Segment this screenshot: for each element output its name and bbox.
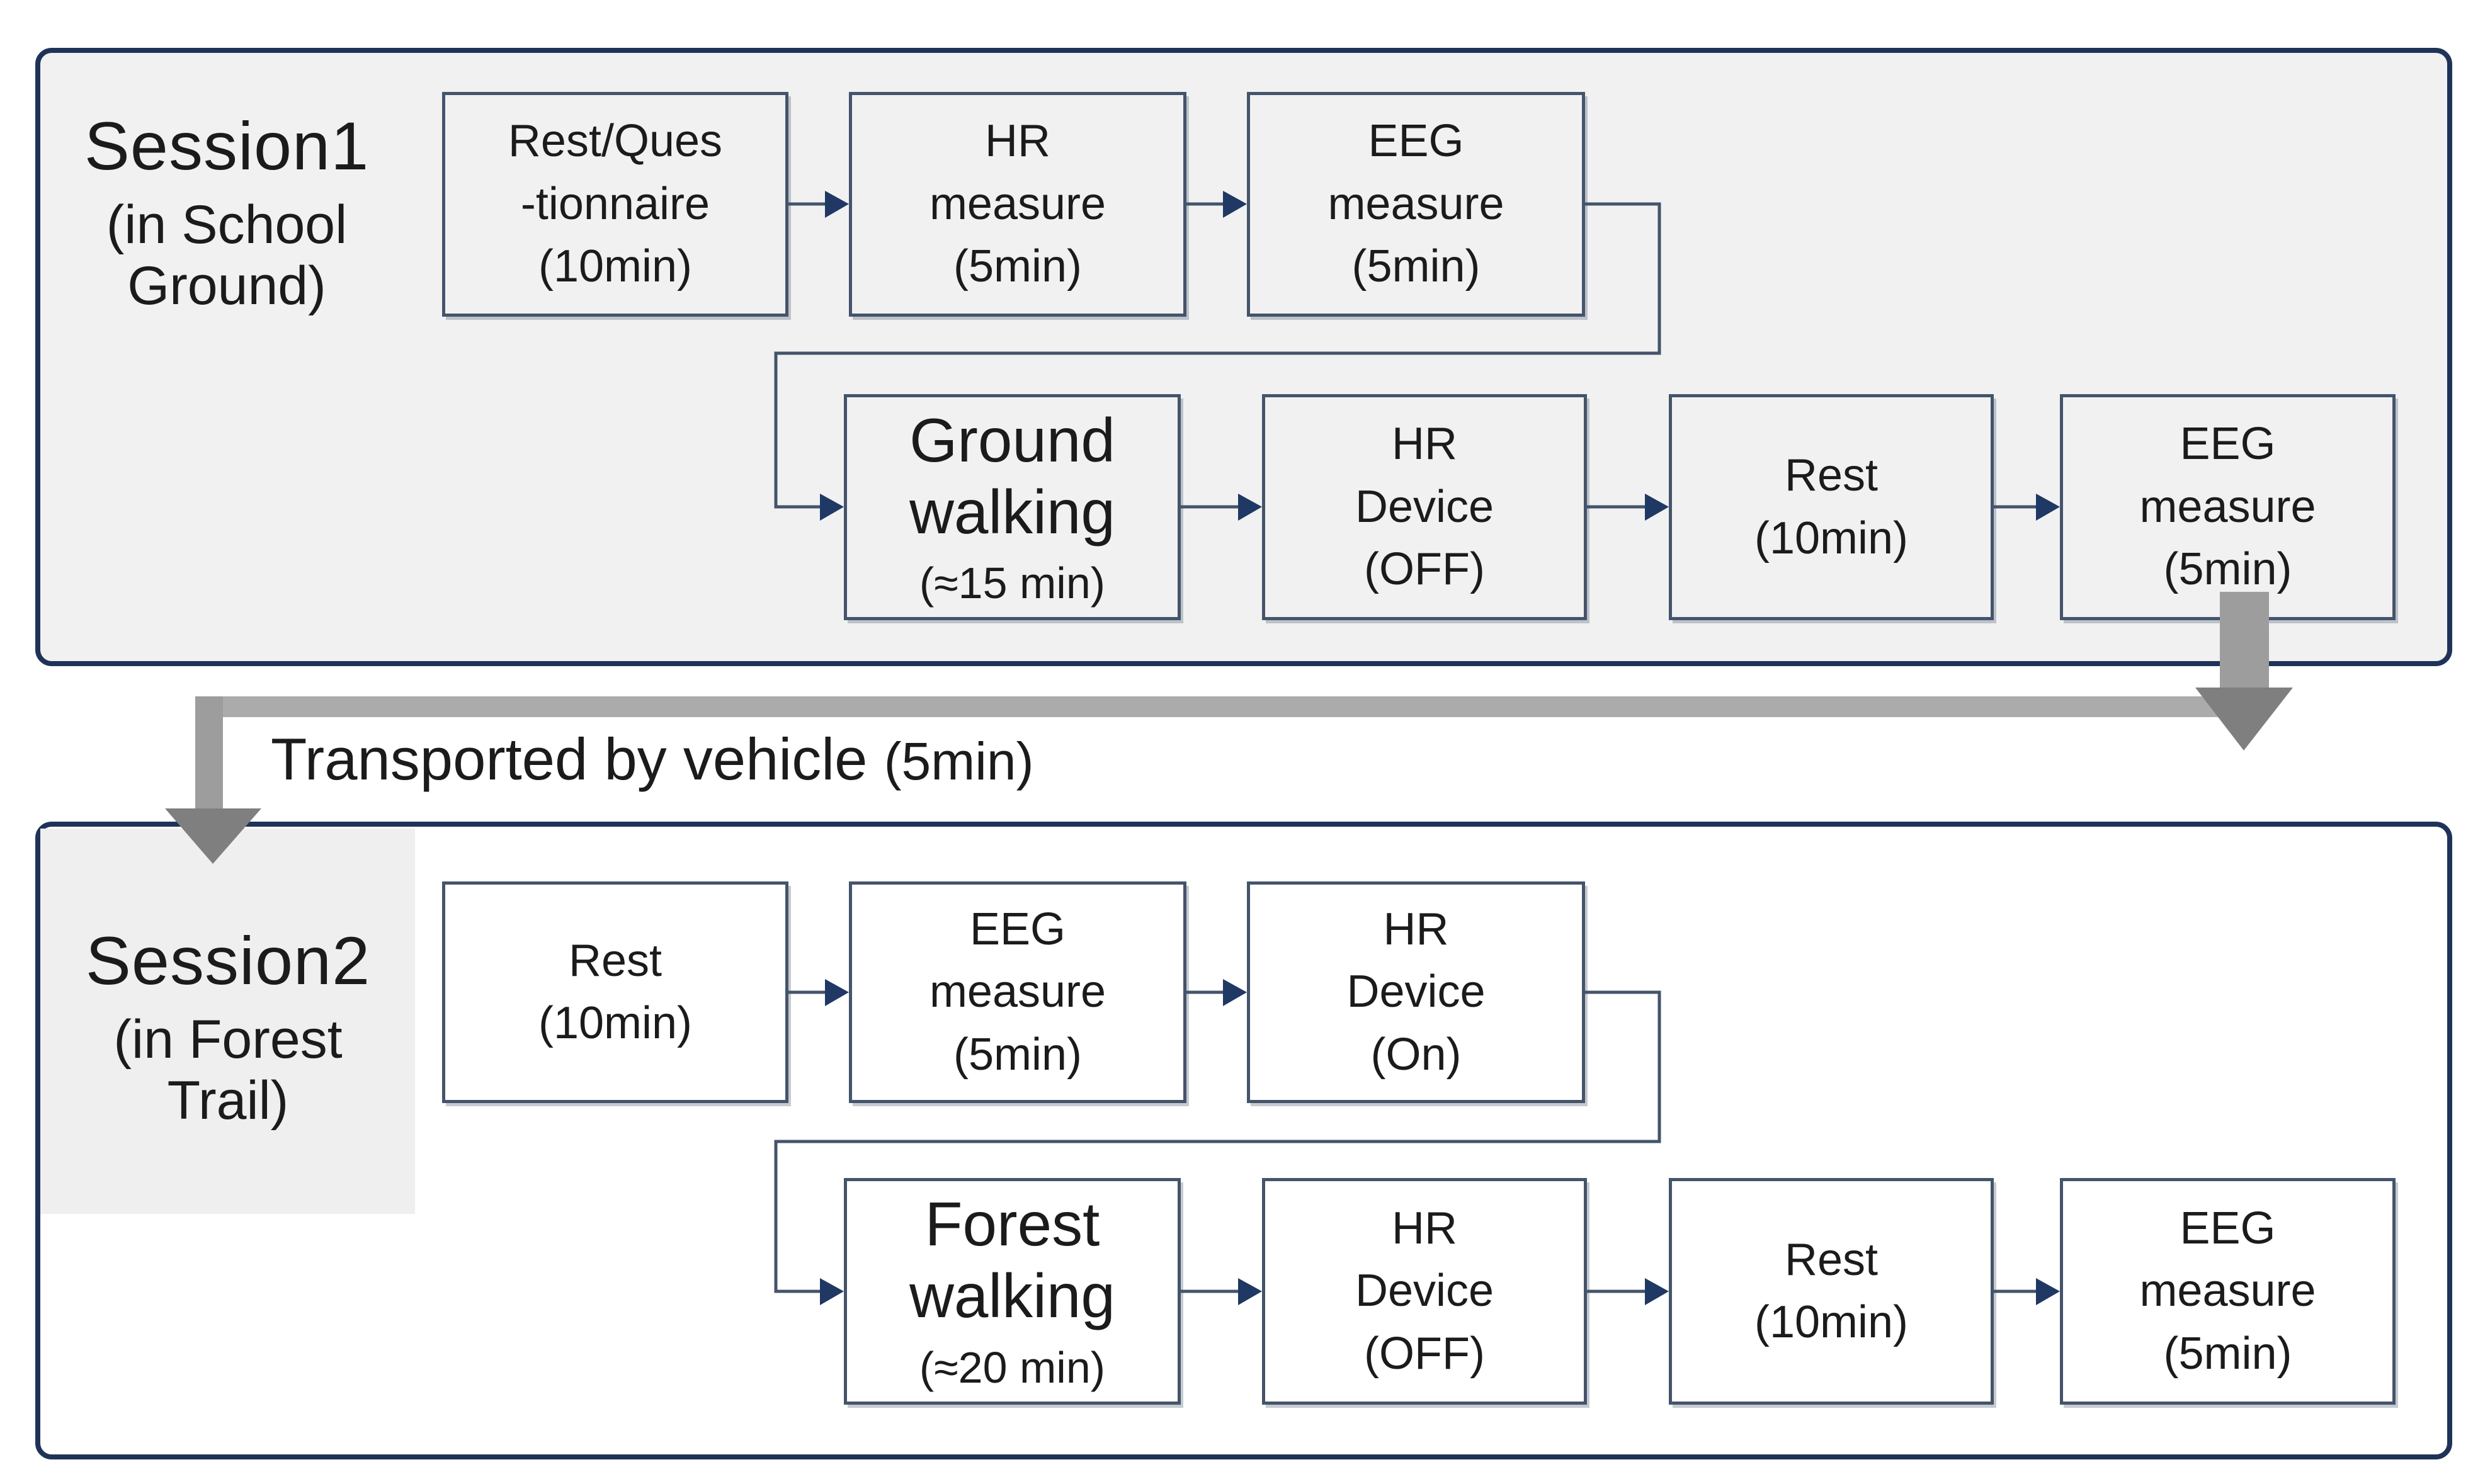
step-box-eeg-measure-s1-pre: EEG measure (5min) [1247, 92, 1585, 317]
session2-label-background [40, 829, 415, 1214]
session2-subtitle: (in Forest Trail) [113, 1009, 343, 1131]
transport-arrow-down-left-shaft [195, 696, 223, 810]
step-box-ground-walking: Ground walking (≈15 min) [844, 394, 1181, 620]
session2-title: Session2 [85, 922, 371, 999]
step-box-rest-s2-pre: Rest (10min) [442, 881, 788, 1103]
step-box-rest-s2-post: Rest (10min) [1669, 1178, 1994, 1405]
step-box-rest-s1-post: Rest (10min) [1669, 394, 1994, 620]
transport-arrow-down-right-head [2195, 688, 2293, 750]
step-box-forest-walking: Forest walking (≈20 min) [844, 1178, 1181, 1405]
step-box-eeg-measure-s2-post: EEG measure (5min) [2060, 1178, 2396, 1405]
session1-subtitle: (in School Ground) [106, 195, 348, 316]
session1-label: Session1 (in School Ground) [38, 106, 416, 316]
step-box-hr-device-on: HR Device (On) [1247, 881, 1585, 1103]
step-box-rest-questionnaire: Rest/Ques -tionnaire (10min) [442, 92, 788, 317]
transport-label: Transported by vehicle (5min) [271, 726, 1034, 792]
step-box-eeg-measure-s1-post: EEG measure (5min) [2060, 394, 2396, 620]
step-box-eeg-measure-s2-pre: EEG measure (5min) [849, 881, 1186, 1103]
step-box-hr-device-off-s1: HR Device (OFF) [1262, 394, 1587, 620]
session1-title: Session1 [84, 108, 370, 184]
transport-bar [195, 696, 2220, 717]
step-box-hr-device-off-s2: HR Device (OFF) [1262, 1178, 1587, 1405]
session2-label: Session2 (in Forest Trail) [39, 920, 417, 1131]
step-box-hr-measure-s1: HR measure (5min) [849, 92, 1186, 317]
